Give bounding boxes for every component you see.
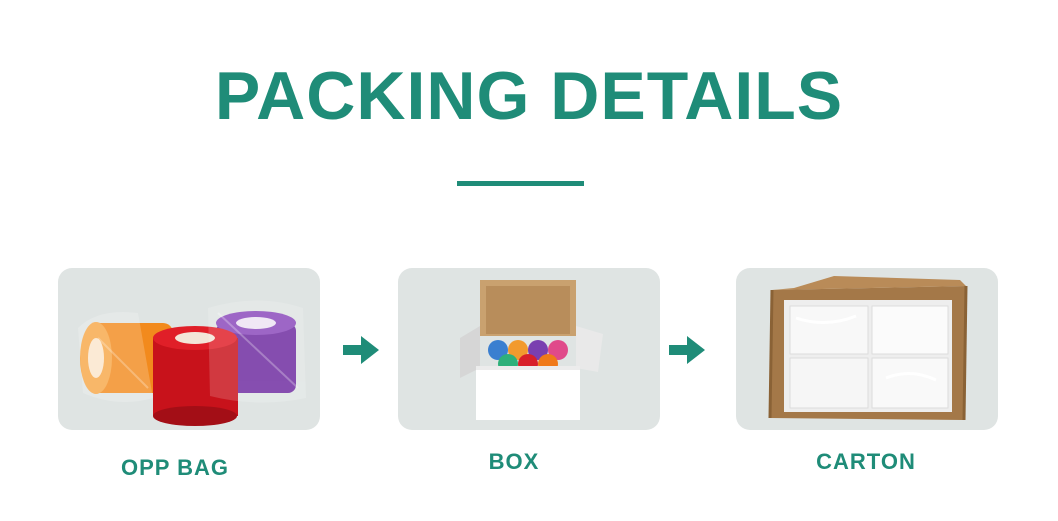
red-roll (153, 326, 238, 426)
page-title: PACKING DETAILS (214, 58, 844, 134)
carton-image (768, 276, 968, 421)
plastic-bag-sheen (78, 300, 306, 403)
arrow-right-icon (343, 336, 379, 364)
box-label: BOX (488, 449, 540, 474)
carton-contents (784, 300, 952, 412)
arrow-right-icon (669, 336, 705, 364)
box-image (460, 280, 603, 420)
opp-bag-card (58, 268, 320, 430)
orange-roll (80, 322, 173, 394)
opp-bag-image (78, 300, 306, 426)
box-card (398, 268, 660, 430)
opp-bag-label: OPP BAG (120, 455, 230, 480)
carton-label: CARTON (816, 449, 916, 474)
title-underline (457, 181, 584, 186)
carton-card (736, 268, 998, 430)
